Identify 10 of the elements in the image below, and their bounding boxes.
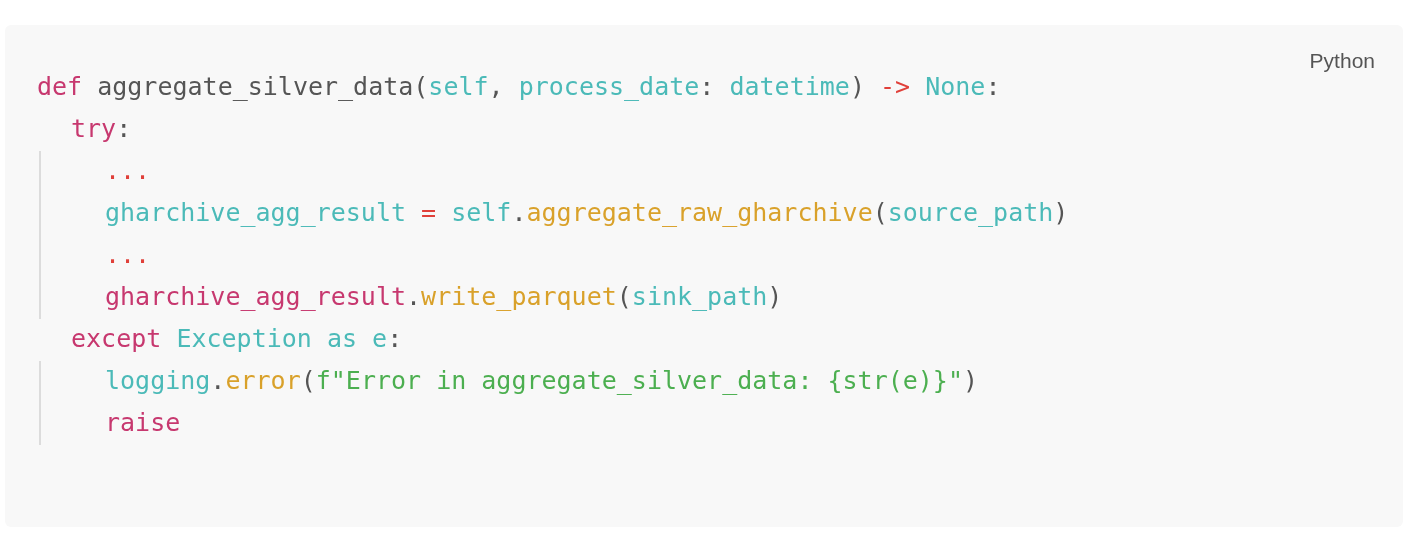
code-line: def aggregate_silver_data(self, process_date: datetime) -> None: xyxy=(37,71,1001,103)
code-line: ... xyxy=(105,155,151,187)
code-line: except Exception as e: xyxy=(71,323,403,355)
code-line: raise xyxy=(105,407,181,439)
language-label: Python xyxy=(1309,49,1375,73)
code-line: ... xyxy=(105,239,151,271)
code-line: logging.error(f"Error in aggregate_silver_data: {str(e)}") xyxy=(105,365,979,397)
code-line: try: xyxy=(71,113,132,145)
code-line: gharchive_agg_result.write_parquet(sink_path) xyxy=(105,281,783,313)
code-line: gharchive_agg_result = self.aggregate_raw_gharchive(source_path) xyxy=(105,197,1069,229)
